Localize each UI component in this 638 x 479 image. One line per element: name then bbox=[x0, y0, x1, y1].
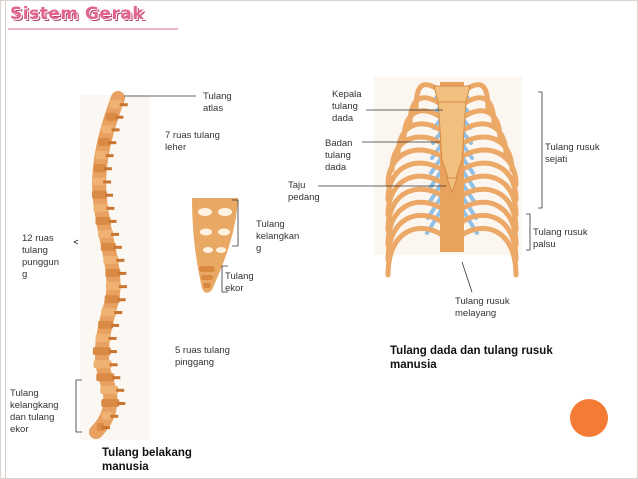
rib bbox=[385, 147, 445, 188]
vertebra-process bbox=[106, 206, 115, 210]
vertebra bbox=[102, 411, 113, 420]
vertebra bbox=[109, 100, 122, 109]
vertebra-process bbox=[109, 363, 118, 367]
vertebra bbox=[101, 308, 117, 317]
rib bbox=[385, 173, 445, 218]
vertebra-process bbox=[101, 426, 110, 430]
label-taju-pedang: Taju pedang bbox=[288, 180, 320, 203]
vertebra bbox=[98, 138, 111, 147]
leader-lines bbox=[73, 91, 543, 433]
caption-ribcage: Tulang dada dan tulang rusuk manusia bbox=[390, 345, 553, 371]
vertebra-process bbox=[103, 180, 112, 184]
vertebra-process bbox=[119, 103, 128, 107]
vertebra-process bbox=[114, 311, 123, 315]
label-tulang-rusuk-palsu: Tulang rusuk palsu bbox=[533, 227, 588, 250]
vertebra-process bbox=[118, 285, 127, 289]
vertebra-process bbox=[116, 388, 125, 392]
vertebra bbox=[105, 268, 121, 277]
left-border-rule bbox=[5, 0, 6, 479]
rib bbox=[385, 212, 445, 263]
vertebra-process bbox=[117, 401, 126, 405]
vertebra-process bbox=[104, 193, 113, 197]
vertebra-process bbox=[108, 219, 117, 223]
caption-spine: Tulang belakang manusia bbox=[102, 447, 192, 473]
vertebra-process bbox=[111, 128, 120, 132]
vertebra bbox=[95, 216, 111, 225]
label-kepala-tulang-dada: Kepala tulang dada bbox=[332, 89, 362, 124]
label-tulang-rusuk-melayang: Tulang rusuk melayang bbox=[455, 296, 510, 319]
title-underline bbox=[8, 28, 178, 30]
vertebra bbox=[91, 190, 107, 199]
vertebra-process bbox=[105, 154, 114, 158]
vertebra bbox=[93, 164, 106, 173]
vertebra bbox=[98, 320, 114, 329]
vertebra-process bbox=[112, 376, 121, 380]
vertebra-process bbox=[110, 414, 119, 418]
rib bbox=[459, 147, 519, 188]
label-tulang-rusuk-sejati: Tulang rusuk sejati bbox=[545, 142, 600, 165]
vertebra-process bbox=[113, 245, 122, 249]
vertebra bbox=[95, 333, 111, 342]
label-tulang-kelangkang: Tulang kelangkan g bbox=[256, 219, 300, 254]
vertebra-process bbox=[111, 323, 120, 327]
vertebra-process bbox=[108, 141, 117, 145]
rib bbox=[385, 160, 445, 203]
rib bbox=[459, 225, 519, 278]
spine-illustration bbox=[80, 91, 150, 440]
label-ruas-punggung: 12 ruas tulang punggun g bbox=[22, 233, 59, 280]
label-badan-tulang-dada: Badan tulang dada bbox=[325, 138, 353, 173]
vertebra-process bbox=[115, 115, 124, 119]
vertebra bbox=[101, 398, 120, 407]
vertebra bbox=[98, 229, 114, 238]
vertebra bbox=[104, 295, 120, 304]
vertebra bbox=[105, 112, 118, 121]
vertebra bbox=[92, 347, 111, 356]
vertebra bbox=[95, 151, 108, 160]
vertebra-process bbox=[116, 258, 125, 262]
vertebra-process bbox=[103, 167, 112, 171]
rib bbox=[459, 173, 519, 218]
rib bbox=[459, 186, 519, 233]
decorative-circle bbox=[570, 399, 608, 437]
label-kelangkang-ekor: Tulang kelangkang dan tulang ekor bbox=[10, 388, 59, 435]
label-ruas-pinggang: 5 ruas tulang pinggang bbox=[175, 345, 230, 368]
vertebra bbox=[96, 373, 115, 382]
slide-title: Sistem Gerak bbox=[10, 4, 145, 24]
sacrum-illustration bbox=[192, 198, 238, 293]
rib bbox=[385, 199, 445, 248]
rib bbox=[385, 225, 445, 278]
vertebra-process bbox=[108, 350, 117, 354]
vertebra-process bbox=[111, 232, 120, 236]
vertebra bbox=[100, 385, 119, 394]
vertebra bbox=[93, 177, 106, 186]
rib bbox=[385, 186, 445, 233]
label-tulang-atlas: Tulang atlas bbox=[203, 91, 232, 114]
rib bbox=[459, 199, 519, 248]
vertebra bbox=[101, 125, 114, 134]
vertebra bbox=[93, 203, 109, 212]
vertebra-process bbox=[108, 336, 117, 340]
vertebra bbox=[105, 282, 121, 291]
vertebra-process bbox=[118, 271, 127, 275]
vertebra-process bbox=[117, 298, 126, 302]
label-tulang-ekor: Tulang ekor bbox=[225, 271, 254, 294]
vertebra bbox=[93, 360, 112, 369]
rib bbox=[459, 160, 519, 203]
ribcage-illustration bbox=[374, 77, 522, 278]
rib bbox=[459, 212, 519, 263]
vertebra bbox=[103, 255, 119, 264]
vertebra bbox=[100, 242, 116, 251]
label-ruas-leher: 7 ruas tulang leher bbox=[165, 130, 220, 153]
